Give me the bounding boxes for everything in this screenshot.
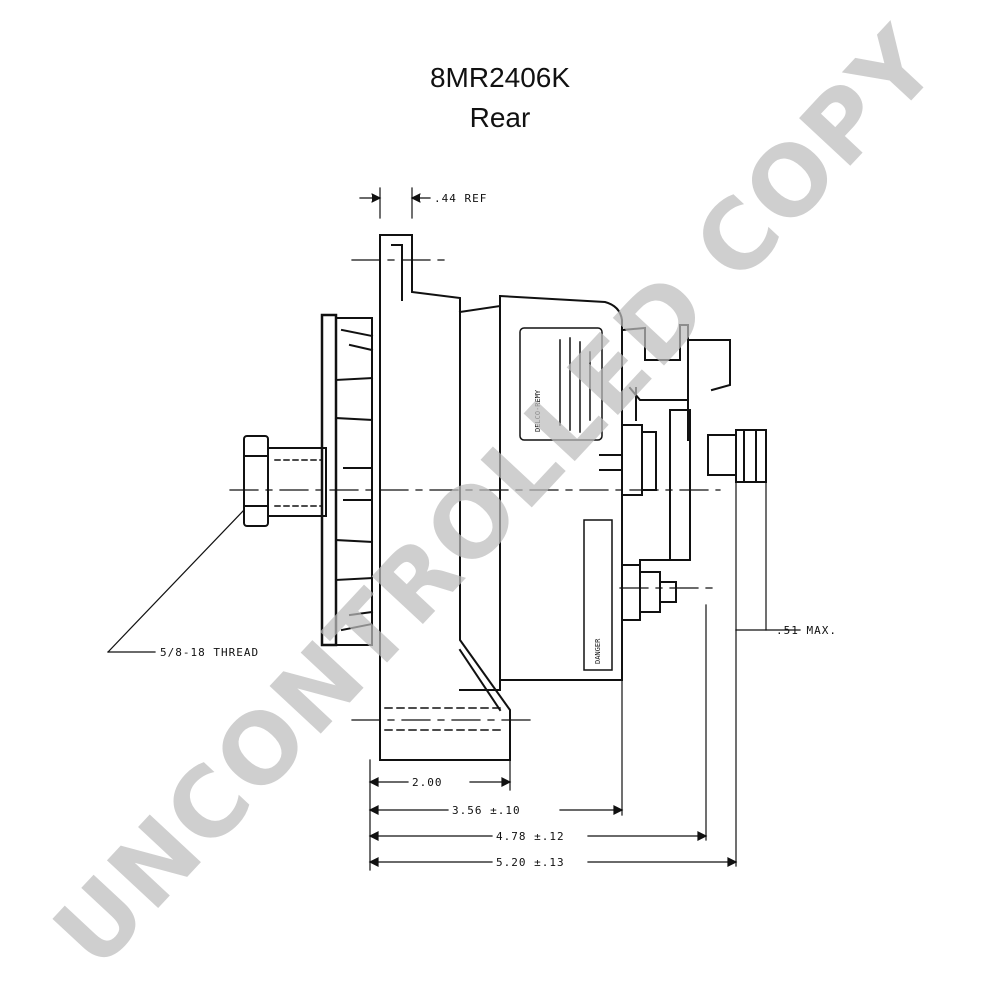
ref-dimension-lines bbox=[359, 187, 431, 219]
pulley bbox=[320, 313, 374, 647]
thread-label: 5/8-18 THREAD bbox=[160, 646, 259, 659]
brand-plate-text: DELCO-REMY bbox=[534, 389, 542, 432]
view-label: Rear bbox=[469, 102, 531, 133]
front-housing bbox=[379, 234, 511, 761]
title-block: 8MR2406K Rear bbox=[0, 58, 1000, 138]
dimension-4-78: 4.78 ±.12 bbox=[496, 830, 565, 843]
shaft-nut bbox=[243, 435, 327, 527]
dimension-2-00: 2.00 bbox=[412, 776, 443, 789]
part-number: 8MR2406K bbox=[429, 62, 571, 93]
thread-leader bbox=[107, 509, 245, 653]
max-dimension-lines bbox=[735, 454, 801, 631]
rear-housing bbox=[458, 294, 623, 691]
danger-label-text: DANGER bbox=[594, 638, 602, 664]
center-lines bbox=[229, 259, 721, 721]
ref-dimension-label: .44 REF bbox=[434, 192, 487, 205]
length-dimension-lines bbox=[368, 604, 738, 871]
dimension-3-56: 3.56 ±.10 bbox=[452, 804, 521, 817]
dimension-5-20: 5.20 ±.13 bbox=[496, 856, 565, 869]
max-clearance-label: .51 MAX. bbox=[776, 624, 837, 637]
